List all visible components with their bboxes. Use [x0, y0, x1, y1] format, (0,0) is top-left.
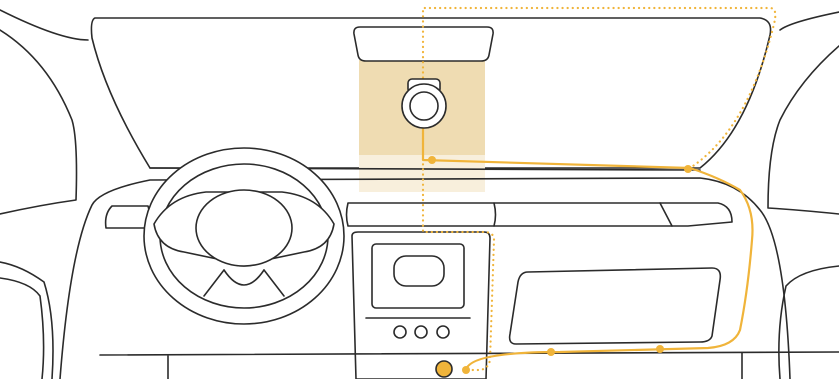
center-vent [345, 202, 497, 227]
cable-clip [684, 165, 692, 173]
console-knob-1 [393, 325, 407, 339]
console-knob-3 [436, 325, 450, 339]
infotainment-display [393, 255, 445, 287]
console-knob-2 [414, 325, 428, 339]
left-door [0, 261, 54, 379]
glovebox [508, 267, 722, 345]
hidden-cable-route [421, 6, 777, 372]
dash-camera-icon [401, 78, 447, 129]
center-console [351, 231, 491, 379]
visible-cable-route [421, 96, 754, 372]
left-side-window [0, 29, 78, 215]
infotainment-screen [371, 243, 465, 309]
dash-trim-strip [493, 202, 733, 227]
rearview-mirror [353, 26, 494, 62]
cable-clip [428, 156, 436, 164]
power-socket-icon [435, 360, 453, 378]
windshield [90, 17, 772, 169]
right-a-pillar [779, 11, 839, 31]
steering-wheel [143, 147, 345, 325]
left-a-pillar [0, 9, 89, 41]
right-side-window [767, 45, 839, 215]
left-door-line [0, 277, 45, 379]
left-vent [104, 205, 151, 229]
cable-clip [656, 345, 664, 353]
cable-clip [547, 348, 555, 356]
dashboard-top [59, 177, 791, 379]
steering-hub [195, 189, 293, 267]
cable-clip [462, 366, 470, 374]
right-door [778, 265, 839, 379]
trim-divider [659, 202, 673, 227]
lower-dash-line [99, 351, 839, 356]
